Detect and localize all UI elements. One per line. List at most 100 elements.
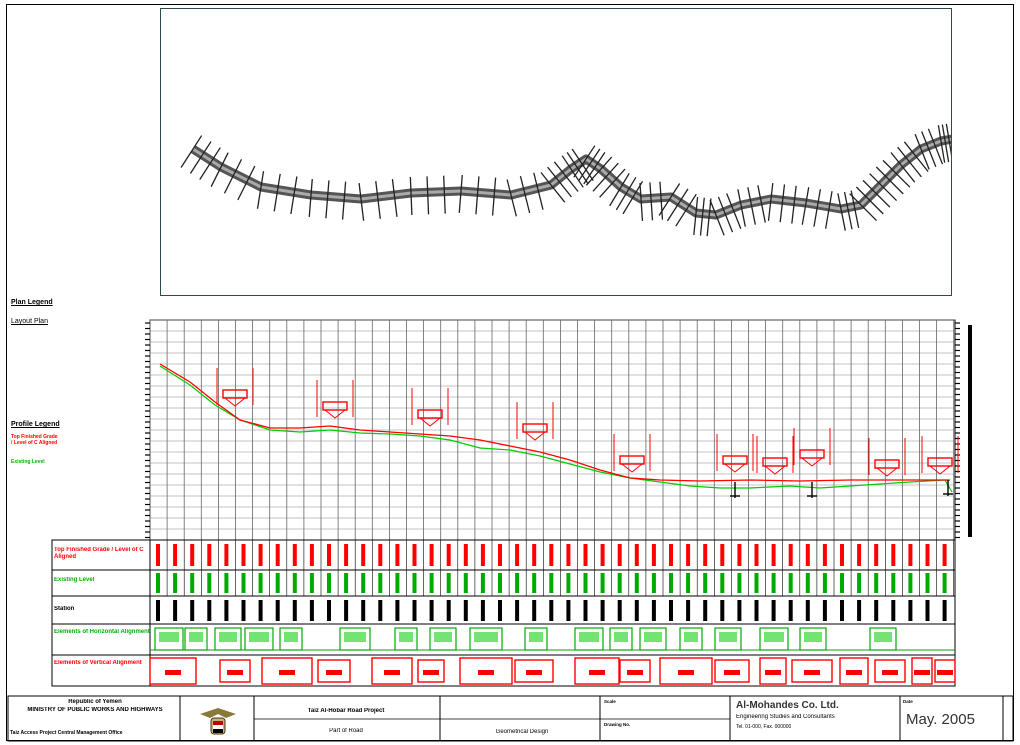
vertical-element-box <box>371 657 413 685</box>
cross-section-tick <box>824 191 833 229</box>
design-level-value-mark <box>840 544 844 566</box>
cross-section-tick <box>726 193 742 230</box>
vertical-element-box <box>791 659 833 683</box>
vertical-element-box <box>874 659 906 683</box>
station-value-mark <box>686 600 691 621</box>
station-value-mark <box>241 600 246 621</box>
structure-wing <box>419 417 441 427</box>
design-level-value-mark <box>942 544 947 566</box>
existing-level-value-mark <box>224 573 229 593</box>
cross-section-tick <box>592 162 619 192</box>
cross-section-tick <box>927 128 944 165</box>
design-level-value-mark <box>822 544 827 566</box>
existing-level-value-mark <box>600 573 605 593</box>
station-value-mark <box>190 600 195 621</box>
existing-level-value-mark <box>429 573 434 593</box>
vertical-element-box <box>317 659 351 683</box>
station-value-mark <box>634 600 639 621</box>
structure-box <box>322 401 348 411</box>
design-level-value-mark <box>327 544 331 566</box>
existing-level-value-mark <box>275 573 280 593</box>
cross-section-tick <box>897 146 922 178</box>
cross-section-tick <box>699 197 705 236</box>
structure-box <box>762 457 788 467</box>
design-level-value-mark <box>412 544 417 566</box>
horizontal-element-label <box>719 632 737 642</box>
tb-republic: Republic of Yemen <box>68 699 122 705</box>
vertical-element-label <box>678 670 694 675</box>
vertical-element-label <box>846 670 862 675</box>
design-level-value-mark <box>583 544 588 566</box>
existing-level-value-mark <box>686 573 691 593</box>
existing-level-value-mark <box>840 573 844 593</box>
station-value-mark <box>600 600 605 621</box>
scale-bar-right <box>968 325 972 537</box>
horizontal-element-label <box>764 632 784 642</box>
station-value-mark <box>258 600 263 621</box>
horizontal-element-label <box>579 632 599 642</box>
station-value-mark <box>788 600 793 621</box>
station-value-mark <box>908 600 913 621</box>
station-value-mark <box>361 600 366 621</box>
tb-company-sub: Engineering Studies and Consultants <box>736 714 835 720</box>
horizontal-element-label <box>644 632 662 642</box>
design-level-value-mark <box>156 544 160 566</box>
band-table-frame <box>51 539 956 687</box>
cross-section-tick <box>747 187 756 225</box>
design-level-value-mark <box>754 544 759 566</box>
cross-section-tick <box>475 176 480 215</box>
structure-wing <box>524 431 546 441</box>
vertical-element-box <box>911 657 933 685</box>
vertical-element-label <box>589 670 605 675</box>
structure-wing <box>724 463 746 473</box>
vertical-element-label <box>765 670 781 675</box>
station-value-mark <box>720 600 725 621</box>
design-level-value-mark <box>686 544 691 566</box>
vertical-element-box <box>759 657 787 685</box>
cross-section-tick <box>717 196 734 233</box>
cross-section-tick <box>622 180 644 215</box>
design-level-value-mark <box>207 544 212 566</box>
existing-level-value-mark <box>857 573 862 593</box>
existing-level-value-mark <box>463 573 468 593</box>
existing-level-value-mark <box>754 573 759 593</box>
cross-section-tick <box>890 152 916 183</box>
station-value-mark <box>669 600 673 621</box>
station-value-mark <box>822 600 827 621</box>
existing-level-value-mark <box>173 573 178 593</box>
structure-box <box>927 457 953 467</box>
station-value-mark <box>309 600 314 621</box>
cross-section-tick <box>855 186 884 215</box>
cross-section-tick <box>553 161 579 192</box>
structure-wing <box>621 463 643 473</box>
design-level-value-mark <box>532 544 537 566</box>
cross-section-tick <box>547 166 572 198</box>
cross-section-tick <box>837 193 846 231</box>
design-level-value-mark <box>891 544 896 566</box>
cross-section-tick <box>180 135 203 168</box>
existing-level-value-mark <box>258 573 263 593</box>
cross-section-tick <box>273 173 281 212</box>
cross-section-tick <box>491 177 497 216</box>
cross-section-tick <box>791 185 797 224</box>
station-value-mark <box>874 600 879 621</box>
vertical-element-label <box>724 670 740 675</box>
existing-level-line <box>159 365 953 493</box>
cross-section-tick <box>709 199 725 236</box>
structure-wing <box>929 465 951 475</box>
cross-section-tick <box>914 133 930 170</box>
station-value-mark <box>925 600 930 621</box>
cross-section-tick <box>937 125 946 163</box>
existing-level-value-mark <box>874 573 879 593</box>
cross-section-tick <box>533 172 544 210</box>
cross-section-tick <box>659 181 664 220</box>
existing-level-value-mark <box>737 573 742 593</box>
existing-level-value-mark <box>412 573 417 593</box>
horizontal-element-label <box>159 632 179 642</box>
existing-level-value-mark <box>634 573 639 593</box>
tb-drawing-no-label: Drawing No. <box>604 722 631 727</box>
structure-box <box>722 455 748 465</box>
vertical-element-box <box>219 659 251 683</box>
station-value-mark <box>446 600 451 621</box>
tb-scale-label: Scale <box>604 699 616 704</box>
